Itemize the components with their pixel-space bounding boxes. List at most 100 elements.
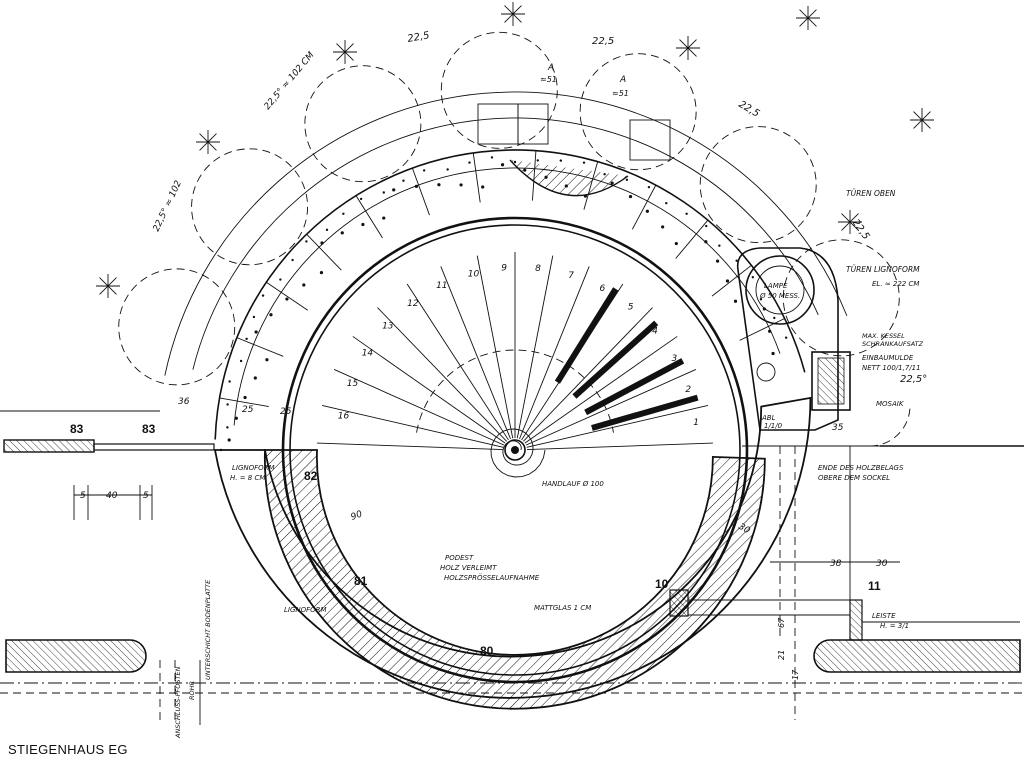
note-lampe: LAMPE xyxy=(764,282,788,290)
stair-tread-line xyxy=(524,336,678,444)
note-mosaik: MOSAIK xyxy=(876,400,905,408)
stair-tread-line xyxy=(516,255,554,439)
arc-dim-left2: 22,5° ≈ 102 xyxy=(152,179,184,233)
dimension-left xyxy=(73,485,201,725)
stipple-dot xyxy=(382,216,386,220)
marker-star-ray xyxy=(799,9,817,27)
step-number: 10 xyxy=(468,269,480,279)
dim-35: 35 xyxy=(832,423,844,433)
step-number: 1 xyxy=(693,418,699,428)
stipple-dot xyxy=(285,297,289,301)
dim-a-2: A xyxy=(619,75,626,85)
stipple-dot xyxy=(234,416,238,420)
dim-25a: 25 xyxy=(242,405,254,415)
marker-star-ray xyxy=(199,133,217,151)
note-leiste: LEISTE xyxy=(872,612,896,620)
stipple-dot xyxy=(302,283,306,287)
stipple-dot xyxy=(261,294,265,297)
door-swing-circle xyxy=(440,31,558,149)
dim-a-2-val: ≈51 xyxy=(612,89,629,98)
note-einbaumulde-sub: NETT 100/1,7/11 xyxy=(862,364,921,372)
stair-tread-line xyxy=(476,255,514,439)
stipple-dot xyxy=(422,169,426,172)
stipple-dot xyxy=(245,337,248,341)
stipple-dot xyxy=(490,156,494,159)
marker-star-ray xyxy=(99,277,117,295)
step-number: 8 xyxy=(535,264,541,274)
stipple-dot xyxy=(252,315,256,319)
dim-a-1: A xyxy=(547,63,554,73)
stipple-dot xyxy=(437,183,441,187)
note-abl: ABL xyxy=(761,414,776,422)
door-swing-circle xyxy=(304,65,422,183)
stair-tread-line xyxy=(352,336,506,444)
stair-tread-line xyxy=(519,266,590,440)
note-lignoform-low: LIGNOFORM xyxy=(284,606,327,614)
masonry-joint xyxy=(472,152,481,203)
door-swing-circle xyxy=(699,126,817,244)
stipple-dot xyxy=(559,159,563,162)
step-number: 15 xyxy=(347,379,359,389)
outer-dashed-arcs xyxy=(118,31,900,440)
stipple-dot xyxy=(459,183,463,187)
note-anschluss: ANSCHLUSS-PFOSTEN xyxy=(174,666,182,739)
note-max-kessel: MAX. KESSEL xyxy=(862,332,905,340)
tread-nosing xyxy=(584,358,685,416)
top-landing xyxy=(477,103,671,197)
marker-star-ray xyxy=(913,111,931,129)
stipple-dot xyxy=(665,201,668,205)
dim-5a: 5 xyxy=(80,491,86,501)
step-number: 11 xyxy=(436,281,447,291)
stipple-dot xyxy=(661,225,665,229)
floor-slabs xyxy=(0,410,1024,694)
dim-36: 36 xyxy=(178,397,190,407)
glass-cylinder xyxy=(281,216,749,684)
room-83-left: 83 xyxy=(70,422,84,436)
note-rohr: ROHR xyxy=(188,681,196,700)
stipple-dot xyxy=(500,163,505,167)
dim-21: 21 xyxy=(777,650,786,660)
door-swing-circle xyxy=(191,148,309,266)
stipple-dot xyxy=(715,259,720,263)
central-newel xyxy=(490,428,546,478)
angle-label-4: 22,5 xyxy=(850,217,872,242)
stipple-dot xyxy=(759,298,763,301)
step-number: 13 xyxy=(382,322,394,332)
note-podest-sub2: HOLZSPRÖSSELAUFNAHME xyxy=(444,573,540,582)
masonry-outer-edge xyxy=(214,149,806,440)
stipple-dot xyxy=(414,184,419,188)
stipple-dot xyxy=(628,194,633,199)
dim-90: 90 xyxy=(350,509,364,522)
stair-tread-line xyxy=(526,405,709,448)
masonry-joint xyxy=(219,397,269,408)
stipple-dot xyxy=(468,161,471,164)
stipple-dot xyxy=(582,161,586,164)
stair-tread-line xyxy=(321,405,504,448)
masonry-joint xyxy=(236,337,284,357)
note-podest: PODEST xyxy=(445,554,474,562)
note-einbaumulde: EINBAUMULDE xyxy=(862,354,914,362)
room-81: 81 xyxy=(354,574,368,588)
stipple-dot xyxy=(340,231,344,235)
stipple-dot xyxy=(226,403,229,406)
dim-67: 67 xyxy=(777,617,786,628)
stipple-dot xyxy=(536,159,539,162)
stipple-dot xyxy=(320,241,324,245)
step-number: 3 xyxy=(672,354,678,364)
marker-star-ray xyxy=(679,39,697,57)
stair-tread-line xyxy=(333,369,505,446)
stipple-dot xyxy=(704,240,708,244)
stipple-dot xyxy=(446,168,449,171)
stipple-dot xyxy=(291,258,294,262)
stipple-dot xyxy=(735,259,738,262)
tread-nosing xyxy=(591,394,699,431)
room-82: 82 xyxy=(304,469,318,483)
note-lignoform-left: LIGNOFORM xyxy=(232,464,275,472)
door-swing-circle xyxy=(782,239,900,357)
masonry-joint xyxy=(711,264,752,297)
stipple-dot xyxy=(402,179,405,182)
masonry-joint xyxy=(631,184,657,230)
outer-wall-arc xyxy=(164,91,848,376)
masonry-joint xyxy=(411,167,430,216)
